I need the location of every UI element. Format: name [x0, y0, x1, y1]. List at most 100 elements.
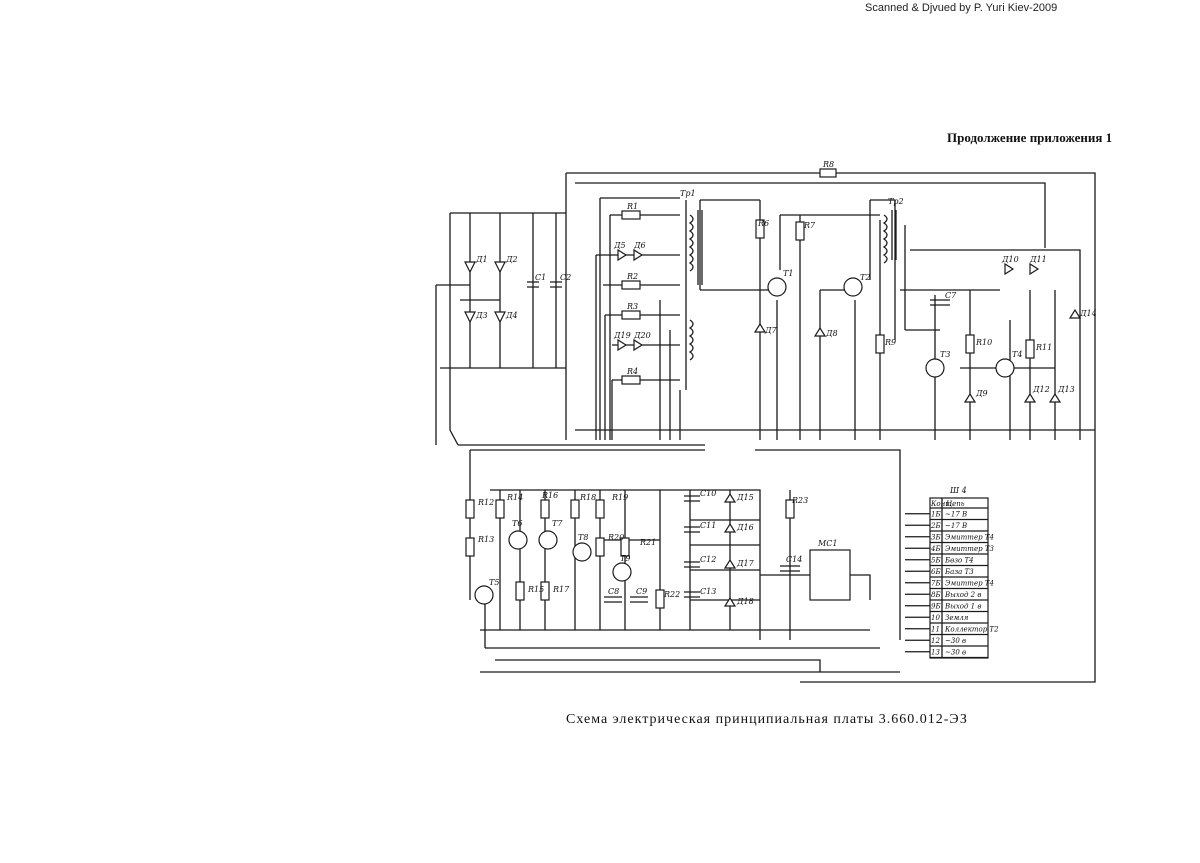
label-r19: R19: [611, 493, 628, 502]
connector-header-pin: Конт.: [930, 500, 954, 508]
label-c1: С1: [535, 273, 546, 282]
connector-signal: ~17 В: [945, 511, 967, 519]
diode-d10: [1004, 262, 1015, 276]
transistor-t6: [508, 530, 528, 550]
label-d12: Д12: [1032, 385, 1050, 394]
label-t2: Т2: [860, 273, 870, 282]
resistor-r3: [621, 310, 641, 320]
connector-signal: Эмиттер Т3: [945, 545, 994, 553]
capacitor-c7: [930, 299, 950, 306]
label-r8: R8: [822, 160, 834, 169]
resistor-r10: [965, 334, 975, 354]
diode-d2: [494, 261, 506, 274]
diode-d14: [1068, 308, 1082, 319]
label-d6: Д6: [633, 241, 646, 250]
label-d7: Д7: [764, 326, 778, 335]
transistor-t4: [995, 358, 1015, 378]
bottom-components: [465, 492, 851, 609]
label-d13: Д13: [1057, 385, 1075, 394]
label-t8: Т8: [578, 533, 588, 542]
capacitor-c2: [550, 281, 562, 288]
label-d4: Д4: [505, 311, 518, 320]
label-c12: С12: [700, 555, 716, 564]
connector-signal: Земля: [945, 614, 969, 622]
capacitor-c10: [684, 495, 700, 502]
connector-pin: 10: [931, 614, 940, 622]
diode-d13: [1048, 392, 1062, 403]
resistor-r1: [621, 210, 641, 220]
label-d18: Д18: [736, 597, 754, 606]
connector-pin: 1Б: [931, 511, 941, 519]
connector-header-signal: Цепь: [946, 500, 965, 508]
connector-signal: ~30 в: [945, 649, 966, 657]
label-r6: R6: [757, 219, 769, 228]
capacitor-c14: [780, 565, 800, 572]
connector-signal: Эмиттер Т4: [945, 534, 994, 542]
diode-d5: [617, 248, 628, 262]
label-c13: С13: [700, 587, 716, 596]
label-d2: Д2: [505, 255, 518, 264]
label-d11: Д11: [1029, 255, 1047, 264]
diode-d4: [494, 311, 506, 324]
resistor-r15: [515, 581, 525, 601]
diode-d9: [963, 392, 977, 403]
resistor-r11: [1025, 339, 1035, 359]
connector-pin: 5Б: [931, 557, 941, 565]
connector-signal: База Т3: [944, 568, 974, 576]
label-tr1: Тр1: [680, 189, 696, 198]
resistor-r20: [595, 537, 605, 557]
label-r10: R10: [975, 338, 992, 347]
transistor-t8: [572, 542, 592, 562]
connector-pin: 12: [931, 637, 940, 645]
resistor-r9: [875, 334, 885, 354]
transistor-t1: [767, 277, 787, 297]
resistor-r7: [795, 221, 805, 241]
label-d17: Д17: [736, 559, 755, 568]
chip-ms1: [809, 549, 851, 601]
label-t4: Т4: [1012, 350, 1022, 359]
label-c2: С2: [560, 273, 571, 282]
transistor-t3: [925, 358, 945, 378]
label-tr2: Тр2: [888, 197, 904, 206]
label-r12: R12: [477, 498, 494, 507]
transistor-t2: [843, 277, 863, 297]
resistor-r8: [819, 168, 837, 178]
label-c11: С11: [700, 521, 716, 530]
label-r22: R22: [663, 590, 680, 599]
resistor-r4: [621, 375, 641, 385]
resistor-r18: [570, 499, 580, 519]
label-r7: R7: [803, 221, 816, 230]
capacitor-c11: [684, 526, 700, 533]
connector-pin: 13: [931, 649, 940, 657]
label-d19: Д19: [613, 331, 631, 340]
transistor-t7: [538, 530, 558, 550]
label-r14: R14: [506, 493, 523, 502]
top-components: [464, 168, 1082, 403]
connector-pin: 8Б: [931, 591, 941, 599]
label-t9: Т9: [620, 554, 630, 563]
connector-pin: 9Б: [931, 603, 941, 611]
label-t3: Т3: [940, 350, 950, 359]
label-c9: С9: [636, 587, 647, 596]
connector-pin: 6Б: [931, 568, 941, 576]
capacitor-c8: [604, 596, 622, 603]
connector-title: Ш 4: [949, 486, 967, 495]
label-ms1: МС1: [817, 539, 837, 548]
label-r9: R9: [884, 338, 896, 347]
label-r21: R21: [639, 538, 656, 547]
label-c10: С10: [700, 489, 716, 498]
label-c7: С7: [945, 291, 957, 300]
top-wiring: [435, 172, 1096, 446]
capacitor-c12: [684, 561, 700, 568]
label-r4: R4: [626, 367, 638, 376]
resistor-r6: [755, 219, 765, 239]
connector-pin: 4Б: [930, 545, 941, 553]
label-t6: Т6: [512, 519, 522, 528]
label-d9: Д9: [975, 389, 988, 398]
label-r20: R20: [607, 533, 624, 542]
connector-signal: Выход 2 в: [944, 591, 981, 599]
label-r11: R11: [1035, 343, 1052, 352]
label-r1: R1: [626, 202, 638, 211]
label-r17: R17: [552, 585, 570, 594]
